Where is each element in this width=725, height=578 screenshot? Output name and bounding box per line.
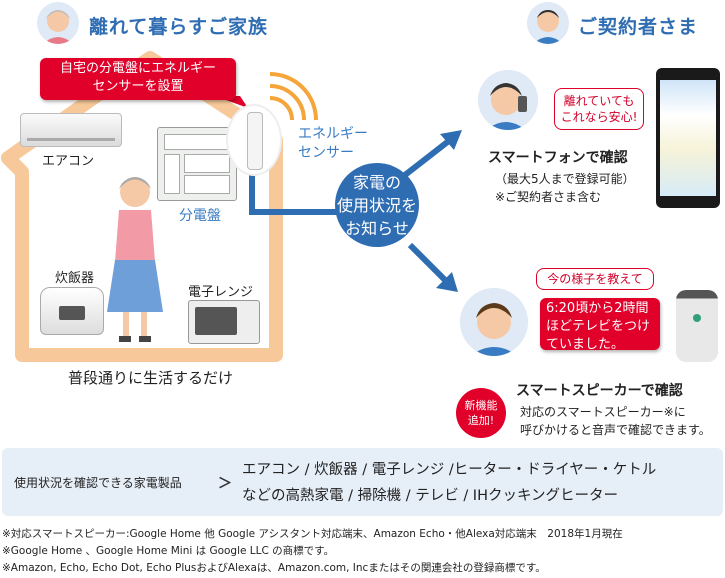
badge-line-1: 新機能 <box>464 399 498 412</box>
distribution-panel-icon <box>157 127 237 201</box>
sensor-banner-line-1: 自宅の分電盤にエネルギー <box>59 61 216 76</box>
circle-line-1: 家電の <box>352 172 401 192</box>
products-line-2: などの高熱家電 / 掃除機 / テレビ / IHクッキングヒーター <box>242 488 619 504</box>
speaker-heading: スマートスピーカーで確認 <box>516 383 683 399</box>
footnote-3: ※Amazon, Echo, Echo Dot, Echo PlusおよびAle… <box>2 562 546 574</box>
air-conditioner-icon <box>20 113 122 147</box>
arrow-to-speaker-head <box>436 272 458 292</box>
aircon-label: エアコン <box>42 154 95 169</box>
wifi-arc-1 <box>269 96 294 121</box>
products-box <box>2 448 723 516</box>
contractor-phone-icon <box>478 70 538 130</box>
footnote-2: ※Google Home 、Google Home Mini は Google … <box>2 545 335 557</box>
badge-line-2: 追加! <box>467 414 495 427</box>
arrow-to-phone-head <box>440 130 462 150</box>
circle-line-2: 使用状況を <box>336 195 417 215</box>
products-chevron-icon: ＞ <box>218 476 232 492</box>
arrow-to-speaker-line <box>407 242 448 283</box>
speaker-answer-line-3: ていました。 <box>546 337 625 352</box>
right-title: ご契約者さま <box>578 16 699 38</box>
speaker-sub1: 対応のスマートスピーカー※に <box>520 405 686 419</box>
footnote-1: ※対応スマートスピーカー:Google Home 他 Google アシスタント… <box>2 528 623 540</box>
smartphone-heading: スマートフォンで確認 <box>488 150 628 166</box>
wifi-arc-3 <box>269 72 318 121</box>
smartphone-sub1: （最大5人まで登録可能） <box>495 172 635 186</box>
contractor-avatar-icon <box>527 2 569 44</box>
smartphone-sub2: ※ご契約者さま含む <box>495 190 602 204</box>
speaker-answer-bubble: 6:20頃から2時間 ほどテレビをつけ ていました。 <box>540 298 660 352</box>
products-line-1: エアコン / 炊飯器 / 電子レンジ /ヒーター・ドライヤー・ケトル <box>242 462 657 478</box>
sensor-banner-line-2: センサーを設置 <box>92 79 184 94</box>
smart-speaker-icon <box>676 290 718 362</box>
speaker-sub2: 呼びかけると音声で確認できます。 <box>520 423 711 437</box>
speaker-answer-line-1: 6:20頃から2時間 <box>546 301 649 316</box>
phone-bubble-line-1: 離れていても <box>563 94 635 108</box>
circle-line-3: お知らせ <box>345 218 409 238</box>
arrow-to-phone-line <box>403 137 452 178</box>
speaker-answer-line-2: ほどテレビをつけ <box>546 319 651 334</box>
speaker-question-bubble: 今の様子を教えて <box>536 268 654 290</box>
left-title: 離れて暮らすご家族 <box>89 16 269 38</box>
sensor-label-line-1: エネルギー <box>298 126 368 142</box>
phone-bubble-line-2: これなら安心! <box>560 110 638 124</box>
panel-label: 分電盤 <box>179 208 221 224</box>
smartphone-device-icon <box>656 68 720 208</box>
microwave-label: 電子レンジ <box>188 285 254 300</box>
energy-sensor-icon <box>228 106 280 174</box>
wifi-arc-2 <box>269 84 306 121</box>
contractor-speaker-icon <box>460 288 528 356</box>
rice-cooker-label: 炊飯器 <box>55 271 95 286</box>
grandmother-figure-icon <box>105 172 165 344</box>
daily-life-caption: 普段通りに生活するだけ <box>68 369 234 387</box>
products-label: 使用状況を確認できる家電製品 <box>14 476 182 490</box>
rice-cooker-icon <box>40 287 104 335</box>
sensor-label: エネルギー センサー <box>298 125 368 163</box>
microwave-icon <box>188 300 260 344</box>
grandmother-avatar-icon <box>37 2 79 44</box>
sensor-label-line-2: センサー <box>298 145 354 161</box>
sensor-install-banner: 自宅の分電盤にエネルギー センサーを設置 <box>40 58 236 100</box>
phone-reassurance-bubble: 離れていても これなら安心! <box>554 88 644 130</box>
notification-circle: 家電の 使用状況を お知らせ <box>335 163 419 247</box>
sensor-wire <box>249 175 340 215</box>
new-feature-badge: 新機能 追加! <box>456 388 506 438</box>
